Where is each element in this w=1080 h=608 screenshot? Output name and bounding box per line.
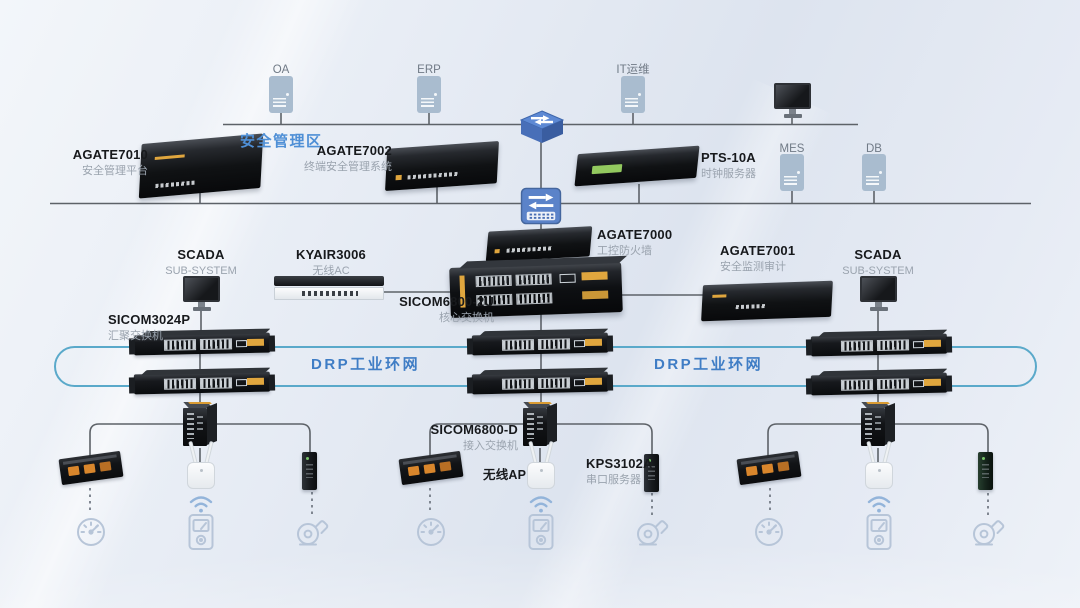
layer3-switch-icon [520,110,564,144]
label-agate7000: AGATE7000 工控防火墙 [597,227,673,257]
server-tower-erp [417,76,441,113]
label-pts10a: PTS-10A 时钟服务器 [701,150,756,180]
scada-monitor-right [860,276,897,311]
pump-icon [292,514,332,548]
pump-icon [968,514,1008,548]
instrument-meter-icon [186,512,216,552]
instrument-meter-icon [864,512,894,552]
label-sicom6800-2u: SICOM6800-2U 核心交换机 [399,294,494,324]
monitor-screen [774,83,811,109]
scada-monitor-left [183,276,220,311]
wireless-ap [186,440,216,489]
pump-icon [632,514,672,548]
pressure-gauge-icon [413,514,449,550]
wireless-ap [526,440,556,489]
label-scada-left: SCADA SUB-SYSTEM [165,247,237,277]
label-agate7002: AGATE7002 终端安全管理系统 [304,143,392,173]
server-label-it-ops: IT运维 [616,64,650,76]
server-label-mes: MES [779,143,805,155]
wifi-signal-icon [187,492,215,514]
device-agate7001 [701,280,833,322]
ring-switch [128,371,276,395]
server-label-db: DB [866,143,882,155]
wireless-ap [864,440,894,489]
server-tower-db [862,154,886,191]
pressure-gauge-icon [751,514,787,550]
wifi-signal-icon [865,492,893,514]
drp-ring-label-right: DRP工业环网 [654,356,764,373]
monitor-icon [774,83,811,118]
pressure-gauge-icon [73,514,109,550]
ring-switch [805,372,953,396]
label-sicom3024p: SICOM3024P 汇聚交换机 [108,312,191,342]
ring-switch [466,371,614,395]
label-agate7001: AGATE7001 安全监测审计 [720,243,796,273]
ring-switch [805,333,953,357]
label-agate7010: AGATE7010 安全管理平台 [72,147,148,177]
server-tower-oa [269,76,293,113]
label-wireless-ap: 无线AP [483,468,527,482]
server-tower-mes [780,154,804,191]
label-kps3102a: KPS3102A 串口服务器 [586,456,653,486]
serial-device [978,452,993,490]
ring-switch [466,332,614,356]
label-scada-right: SCADA SUB-SYSTEM [842,247,914,277]
device-agate7000 [485,226,593,262]
wifi-signal-icon [527,492,555,514]
server-label-erp: ERP [417,64,441,76]
server-label-oa: OA [272,64,290,76]
device-kyair3006 [274,276,384,300]
firewall-icon [520,187,562,225]
device-agate7002 [385,140,499,192]
server-tower-it-ops [621,76,645,113]
label-kyair3006: KYAIR3006 无线AC [296,247,366,277]
label-sicom6800-d: SICOM6800-D 接入交换机 [430,422,518,452]
drp-ring-label-left: DRP工业环网 [311,356,421,373]
serial-device [302,452,317,490]
instrument-meter-icon [526,512,556,552]
